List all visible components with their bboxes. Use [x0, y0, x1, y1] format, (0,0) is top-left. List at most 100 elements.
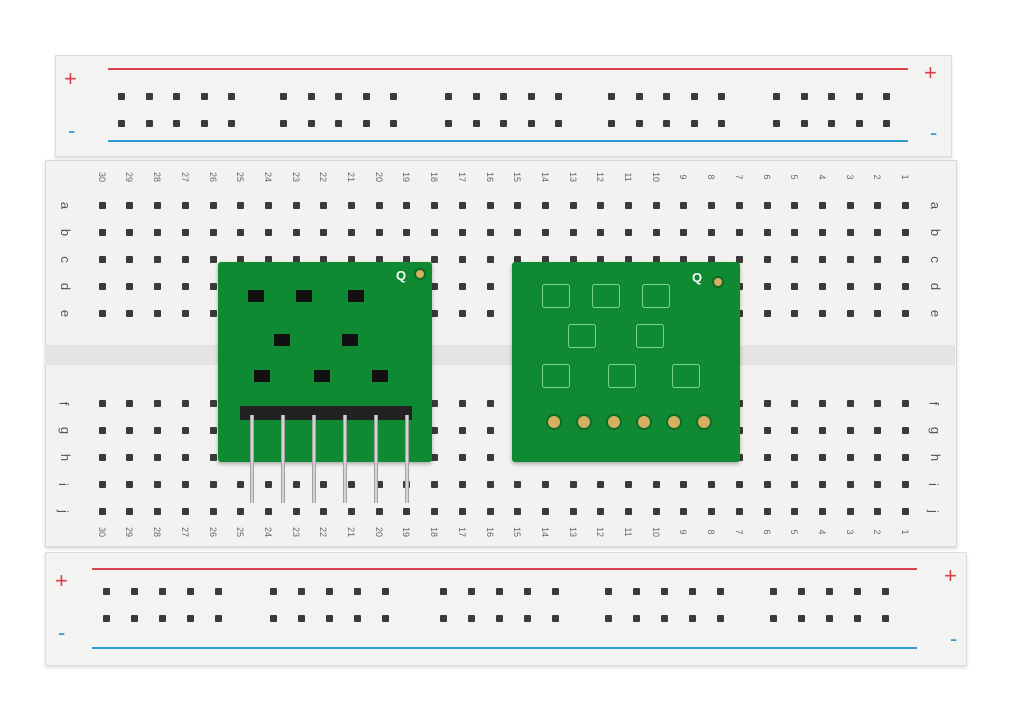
hole[interactable] — [431, 310, 439, 317]
hole[interactable] — [126, 310, 134, 317]
hole[interactable] — [362, 120, 370, 127]
hole[interactable] — [472, 120, 480, 127]
hole[interactable] — [348, 229, 355, 236]
hole[interactable] — [569, 202, 577, 209]
hole[interactable] — [458, 400, 466, 407]
hole[interactable] — [382, 615, 389, 622]
hole[interactable] — [126, 256, 134, 263]
hole[interactable] — [874, 481, 882, 488]
hole[interactable] — [131, 588, 138, 595]
hole[interactable] — [652, 481, 660, 488]
hole[interactable] — [818, 256, 826, 263]
hole[interactable] — [605, 588, 612, 595]
hole[interactable] — [800, 120, 808, 127]
hole[interactable] — [375, 481, 383, 488]
hole[interactable] — [468, 615, 475, 622]
hole[interactable] — [826, 615, 833, 622]
hole[interactable] — [633, 615, 640, 622]
hole[interactable] — [846, 283, 854, 290]
hole[interactable] — [181, 481, 189, 488]
hole[interactable] — [335, 120, 342, 127]
hole[interactable] — [874, 283, 882, 290]
hole[interactable] — [763, 481, 771, 488]
hole[interactable] — [625, 508, 632, 515]
hole[interactable] — [209, 454, 217, 461]
hole[interactable] — [902, 427, 909, 434]
hole[interactable] — [159, 588, 166, 595]
hole[interactable] — [902, 202, 909, 209]
hole[interactable] — [472, 93, 480, 100]
hole[interactable] — [874, 229, 882, 236]
hole[interactable] — [187, 588, 194, 595]
hole[interactable] — [118, 120, 125, 127]
hole[interactable] — [597, 508, 605, 515]
hole[interactable] — [154, 283, 162, 290]
hole[interactable] — [514, 256, 522, 263]
hole[interactable] — [98, 283, 106, 290]
hole[interactable] — [264, 229, 272, 236]
hole[interactable] — [902, 256, 909, 263]
hole[interactable] — [292, 229, 300, 236]
hole[interactable] — [154, 202, 162, 209]
hole[interactable] — [818, 229, 826, 236]
hole[interactable] — [689, 615, 696, 622]
hole[interactable] — [200, 93, 208, 100]
hole[interactable] — [791, 454, 799, 461]
hole[interactable] — [763, 454, 771, 461]
hole[interactable] — [763, 508, 771, 515]
hole[interactable] — [773, 93, 780, 100]
hole[interactable] — [209, 229, 217, 236]
hole[interactable] — [735, 481, 743, 488]
hole[interactable] — [708, 481, 716, 488]
hole[interactable] — [763, 400, 771, 407]
hole[interactable] — [569, 481, 577, 488]
hole[interactable] — [209, 481, 217, 488]
hole[interactable] — [375, 202, 383, 209]
hole[interactable] — [854, 588, 861, 595]
hole[interactable] — [118, 93, 125, 100]
hole[interactable] — [98, 229, 106, 236]
hole[interactable] — [608, 120, 615, 127]
hole[interactable] — [652, 256, 660, 263]
hole[interactable] — [597, 202, 605, 209]
hole[interactable] — [145, 93, 153, 100]
hole[interactable] — [209, 310, 217, 317]
hole[interactable] — [874, 310, 882, 317]
hole[interactable] — [431, 508, 439, 515]
hole[interactable] — [98, 508, 106, 515]
hole[interactable] — [496, 588, 503, 595]
hole[interactable] — [458, 481, 466, 488]
hole[interactable] — [264, 508, 272, 515]
hole[interactable] — [569, 229, 577, 236]
hole[interactable] — [292, 256, 300, 263]
hole[interactable] — [486, 256, 494, 263]
hole[interactable] — [173, 120, 180, 127]
hole[interactable] — [292, 481, 300, 488]
hole[interactable] — [514, 481, 522, 488]
hole[interactable] — [874, 427, 882, 434]
hole[interactable] — [154, 481, 162, 488]
hole[interactable] — [798, 588, 805, 595]
hole[interactable] — [846, 427, 854, 434]
hole[interactable] — [541, 481, 549, 488]
hole[interactable] — [791, 229, 799, 236]
hole[interactable] — [209, 427, 217, 434]
hole[interactable] — [791, 256, 799, 263]
hole[interactable] — [431, 427, 439, 434]
hole[interactable] — [126, 283, 134, 290]
hole[interactable] — [181, 256, 189, 263]
hole[interactable] — [818, 400, 826, 407]
hole[interactable] — [680, 481, 688, 488]
hole[interactable] — [770, 615, 777, 622]
hole[interactable] — [818, 454, 826, 461]
hole[interactable] — [735, 202, 743, 209]
hole[interactable] — [597, 481, 605, 488]
hole[interactable] — [103, 615, 110, 622]
hole[interactable] — [382, 588, 389, 595]
hole[interactable] — [791, 400, 799, 407]
hole[interactable] — [440, 588, 447, 595]
hole[interactable] — [280, 120, 287, 127]
hole[interactable] — [154, 256, 162, 263]
hole[interactable] — [98, 481, 106, 488]
hole[interactable] — [846, 229, 854, 236]
